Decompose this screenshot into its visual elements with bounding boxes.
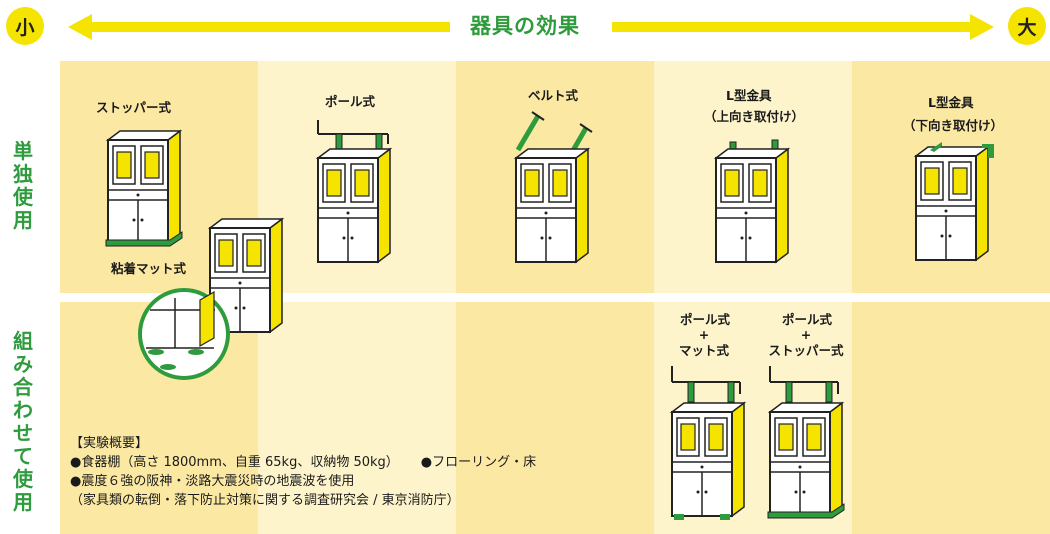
- label-l-down-2: （下向き取付け）: [903, 118, 1004, 133]
- label-combo1-2: +: [698, 327, 710, 342]
- grid-cell-combined-5: [852, 302, 1050, 534]
- label-belt: ベルト式: [528, 88, 579, 103]
- mat-zoom-circle: [138, 288, 230, 380]
- label-pole: ポール式: [325, 94, 376, 109]
- cabinet-belt: [515, 111, 593, 263]
- cabinet-combo-pole-stopper: [767, 366, 845, 519]
- label-combo1-3: マット式: [678, 343, 729, 358]
- label-l-down-1: L型金具: [928, 95, 974, 110]
- notes-line-2: ●震度６強の阪神・淡路大震災時の地震波を使用: [70, 474, 355, 489]
- row-label-combined: 組み合わせて使用: [13, 329, 33, 514]
- cabinet-pole: [317, 120, 391, 263]
- notes-line-1a: ●食器棚（高さ 1800mm、自重 65kg、収納物 50kg）: [70, 455, 399, 470]
- notes-line-1b: ●フローリング・床: [420, 455, 537, 470]
- label-combo2-1: ポール式: [782, 312, 833, 327]
- scale-min-badge: 小: [6, 7, 44, 45]
- cabinet-l-bracket-down: [915, 142, 994, 261]
- notes-heading: 【実験概要】: [70, 436, 149, 451]
- grid-cell-combined-2: [258, 302, 456, 534]
- cabinet-l-bracket-up: [715, 139, 789, 263]
- scale-max-badge: 大: [1008, 7, 1046, 45]
- label-stopper: ストッパー式: [96, 100, 172, 115]
- label-combo1-1: ポール式: [680, 312, 731, 327]
- experiment-notes: 【実験概要】 ●食器棚（高さ 1800mm、自重 65kg、収納物 50kg）●…: [70, 434, 536, 510]
- label-mat: 粘着マット式: [111, 261, 187, 276]
- cabinet-stopper: [105, 130, 183, 247]
- grid-cell-combined-3: [456, 302, 654, 534]
- notes-line-1: ●食器棚（高さ 1800mm、自重 65kg、収納物 50kg） ●フローリング・…: [70, 453, 536, 472]
- label-combo2-2: +: [800, 327, 812, 342]
- cabinet-combo-pole-mat: [671, 366, 745, 520]
- label-l-up-2: （上向き取付け）: [704, 109, 805, 124]
- effect-title: 器具の効果: [470, 14, 580, 38]
- label-l-up-1: L型金具: [726, 88, 772, 103]
- label-combo2-3: ストッパー式: [768, 343, 844, 358]
- notes-line-3: （家具類の転倒・落下防止対策に関する調査研究会 / 東京消防庁）: [70, 493, 460, 508]
- row-label-single: 単独使用: [13, 139, 33, 232]
